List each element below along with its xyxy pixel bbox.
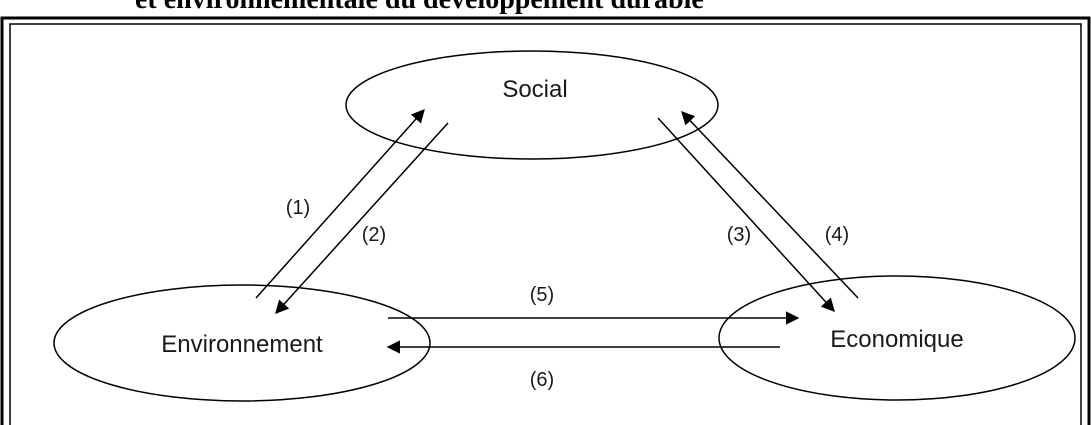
edge-label-1: (1)	[286, 197, 310, 219]
edge-label-3: (3)	[727, 224, 751, 246]
edge-label-4: (4)	[825, 224, 849, 246]
environnement-ellipse	[53, 284, 431, 402]
social-ellipse	[345, 50, 719, 160]
edge-label-5: (5)	[530, 284, 554, 306]
economique-label: Economique	[830, 326, 963, 353]
environnement-label: Environnement	[161, 331, 323, 358]
inner-frame	[9, 23, 1082, 425]
edge-label-6: (6)	[530, 369, 554, 391]
arrow-2	[275, 122, 449, 315]
arrow-1	[255, 108, 425, 299]
page-heading: et environnementale du développement dur…	[135, 0, 704, 16]
arrow-4	[681, 111, 859, 299]
social-label: Social	[502, 76, 567, 103]
economique-ellipse	[718, 275, 1076, 401]
arrow-3	[657, 117, 835, 312]
outer-frame	[0, 16, 1091, 425]
edge-label-2: (2)	[362, 224, 386, 246]
